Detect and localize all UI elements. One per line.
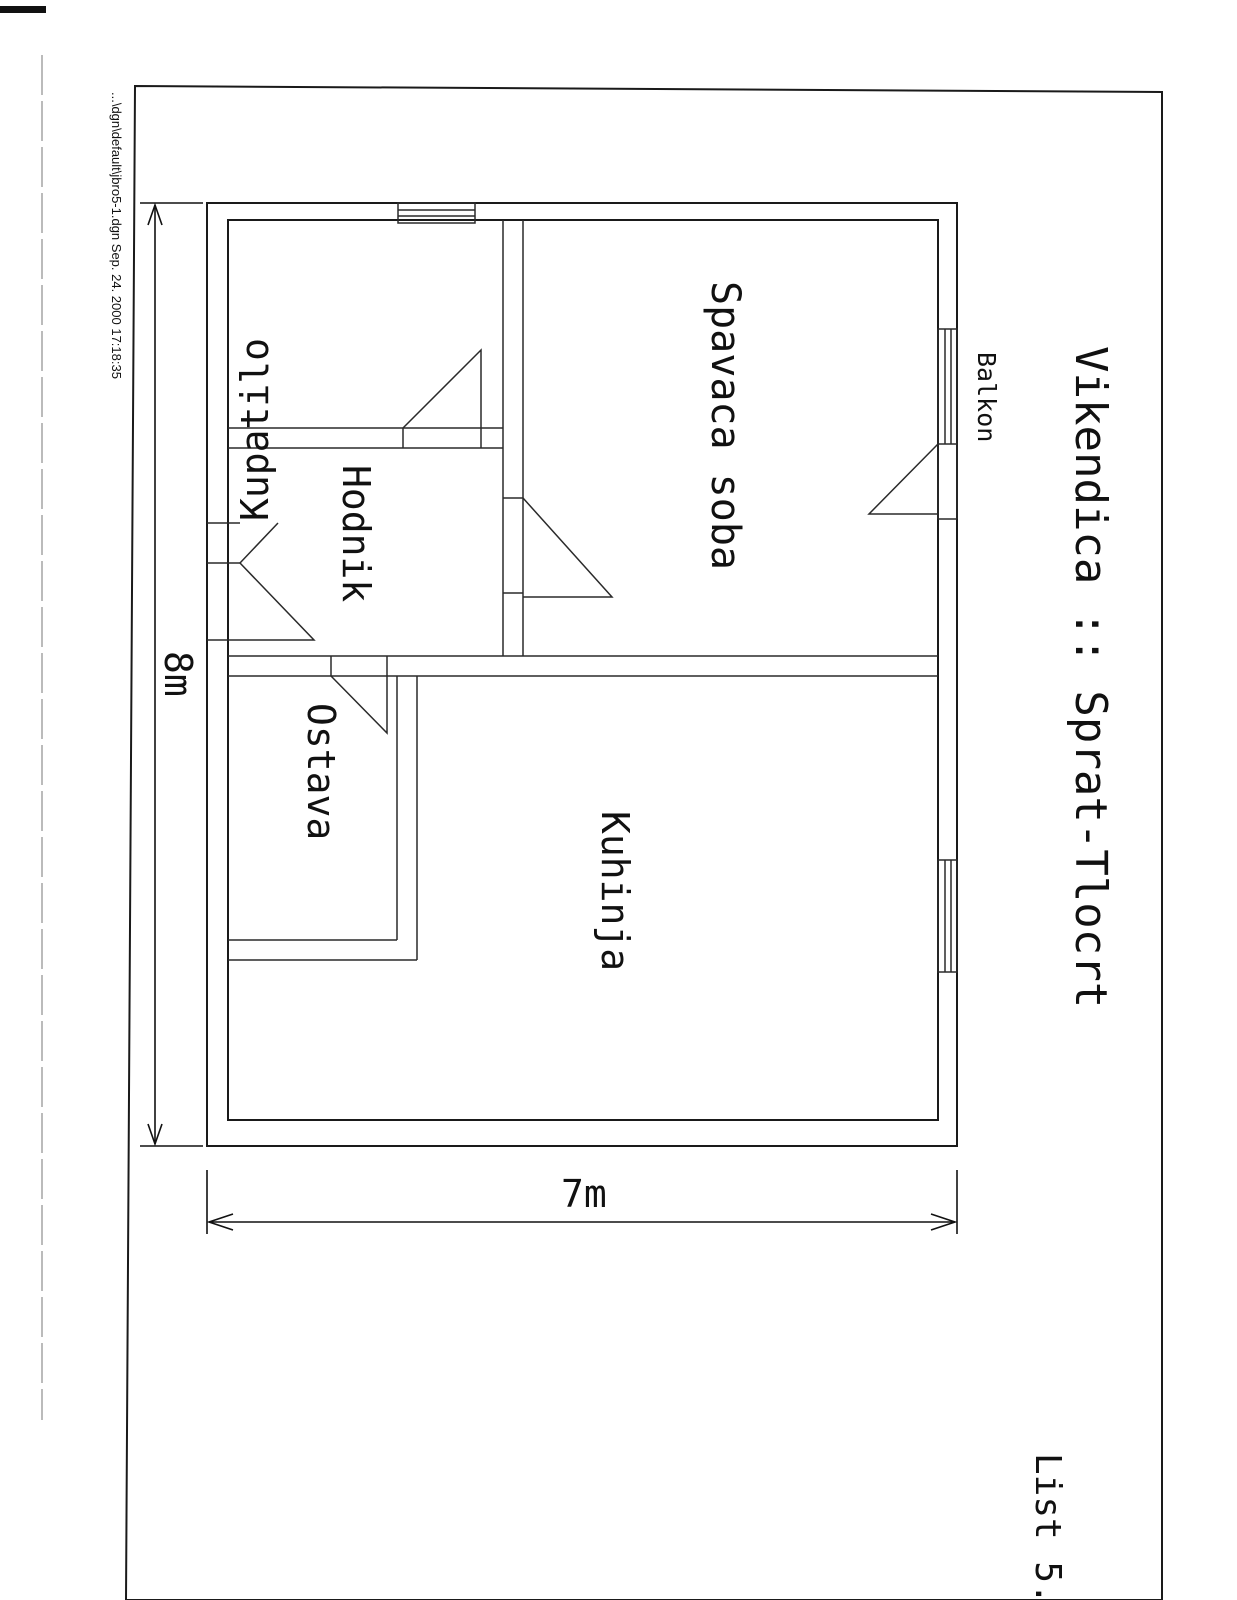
room-label-spavaca-soba: Spavaca soba xyxy=(702,281,748,570)
scan-mark xyxy=(0,6,46,13)
dimension-height-label: 8m xyxy=(156,651,200,697)
dimension-width xyxy=(206,1170,958,1234)
wall-upper-lower xyxy=(228,655,938,677)
wall-bath-bedroom xyxy=(502,220,524,656)
file-stamp: ...\dgn\default\jbro5-1.dgn Sep. 24. 200… xyxy=(109,92,124,379)
bathroom-door xyxy=(402,348,482,429)
exterior-wall-inner xyxy=(227,219,939,1121)
room-label-kuhinja: Kuhinja xyxy=(593,811,637,971)
exterior-wall-outer xyxy=(206,202,958,1147)
hallway-entry-doors xyxy=(207,522,316,641)
drawing-title: Vikendica :: Sprat-Tlocrt xyxy=(1065,346,1116,1008)
drawing-frame xyxy=(124,84,1163,1600)
storage-door xyxy=(330,656,388,735)
room-label-balkon: Balkon xyxy=(972,352,1001,442)
wall-bath-hall xyxy=(228,427,503,449)
sheet-label: List 5. xyxy=(1027,1453,1068,1600)
room-label-hodnik: Hodnik xyxy=(334,465,378,602)
kitchen-window xyxy=(937,859,958,973)
bedroom-door xyxy=(503,497,614,598)
dimension-height xyxy=(140,202,203,1147)
top-window xyxy=(397,202,476,224)
room-label-ostava: Ostava xyxy=(299,703,343,840)
storage-walls xyxy=(228,676,418,961)
room-label-kupatilo: Kupatilo xyxy=(233,338,277,521)
balcony-door xyxy=(867,328,958,520)
dimension-width-label: 7m xyxy=(561,1172,607,1216)
